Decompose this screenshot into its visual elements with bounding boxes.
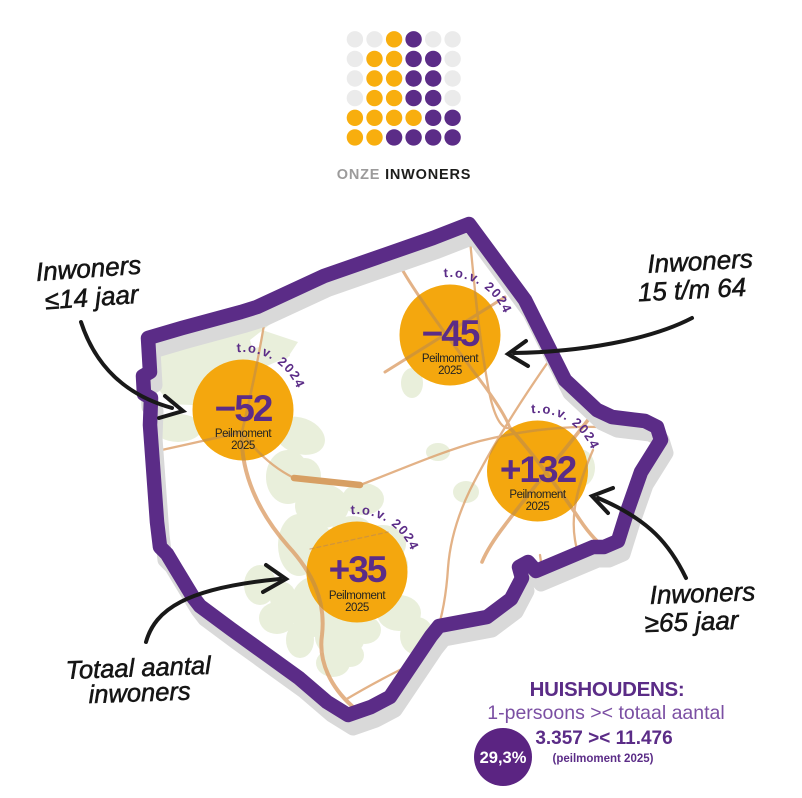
svg-text:1‑persoons >< totaal aantal: 1‑persoons >< totaal aantal [487, 702, 724, 724]
svg-text:inwoners: inwoners [88, 678, 191, 710]
svg-text:−45: −45 [422, 313, 480, 354]
svg-text:Inwoners: Inwoners [35, 250, 142, 287]
svg-text:Inwoners: Inwoners [649, 576, 755, 610]
svg-text:≥65 jaar: ≥65 jaar [644, 605, 740, 638]
svg-text:+132: +132 [500, 449, 577, 490]
svg-text:Peilmoment: Peilmoment [329, 590, 386, 602]
svg-text:15 t/m 64: 15 t/m 64 [637, 272, 747, 308]
svg-text:+35: +35 [329, 549, 387, 590]
svg-text:Peilmoment: Peilmoment [509, 489, 566, 501]
svg-text:2025: 2025 [231, 440, 255, 452]
svg-text:Peilmoment: Peilmoment [215, 428, 272, 440]
svg-text:3.357 >< 11.476: 3.357 >< 11.476 [535, 728, 672, 749]
svg-text:(peilmoment 2025): (peilmoment 2025) [553, 753, 654, 765]
svg-text:Inwoners: Inwoners [647, 243, 754, 278]
svg-text:HUISHOUDENS:: HUISHOUDENS: [530, 678, 685, 701]
svg-text:29,3%: 29,3% [480, 749, 527, 767]
svg-text:2025: 2025 [345, 602, 369, 614]
svg-text:Peilmoment: Peilmoment [422, 353, 479, 365]
svg-text:−52: −52 [215, 388, 273, 429]
svg-text:ONZE INWONERS: ONZE INWONERS [337, 167, 471, 183]
svg-text:2025: 2025 [438, 365, 462, 377]
svg-text:Totaal aantal: Totaal aantal [65, 652, 212, 685]
svg-text:2025: 2025 [526, 501, 550, 513]
svg-text:≤14 jaar: ≤14 jaar [44, 279, 141, 316]
